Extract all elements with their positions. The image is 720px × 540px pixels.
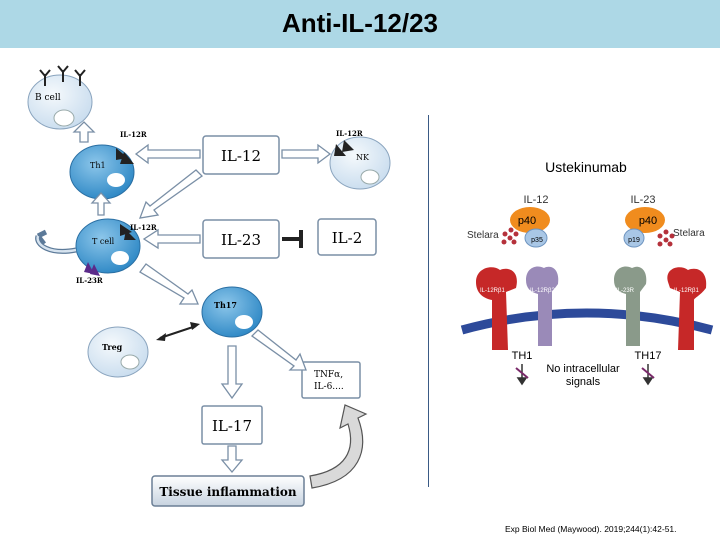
stelara-antibody-right: Stelara: [657, 228, 705, 247]
nk-cell: NK IL-12R: [329, 129, 391, 190]
th1-cell: Th1 IL-12R: [69, 130, 147, 200]
svg-text:IL-23R: IL-23R: [616, 288, 635, 294]
il23-cytokine: p40 p19: [623, 207, 665, 248]
arrow-diagonal-icon: [139, 263, 199, 305]
receptor-il23r: IL-23R: [614, 266, 647, 346]
th17-cell: Th17: [201, 286, 263, 338]
arrow-up-icon: [72, 121, 96, 143]
receptor-il12rb1-left: IL-12Rβ1: [476, 267, 517, 350]
svg-text:Tissue inflammation: Tissue inflammation: [159, 485, 297, 499]
treg-cell: Treg: [87, 326, 149, 378]
arrow-right-icon: [281, 143, 332, 165]
t-cell-label: T cell: [92, 237, 115, 246]
svg-text:IL-6....: IL-6....: [314, 382, 344, 392]
antibody-icon: [39, 69, 51, 86]
receptor-label-il12r: IL-12R: [130, 223, 157, 232]
th17-treg-double-arrow: [156, 322, 200, 341]
th1-receptor-label: TH1: [512, 350, 533, 362]
il2-box: IL-2: [317, 218, 377, 256]
th17-receptor-label: TH17: [635, 350, 662, 362]
pathway-arrows: [72, 121, 332, 474]
immune-pathway-diagram: B cell Th1 IL-12R NK IL-12R T cell IL-12…: [27, 65, 391, 507]
p19-label: p19: [628, 237, 640, 244]
svg-text:IL-12Rβ1: IL-12Rβ1: [674, 288, 699, 294]
il12-cytokine: p40 p35: [510, 207, 550, 248]
svg-text:TNFα,: TNFα,: [314, 370, 343, 380]
th1-label: Th1: [90, 161, 106, 170]
antibody-icon: [57, 65, 69, 82]
il23-box: IL-23: [202, 219, 280, 259]
receptor-label-il12r: IL-12R: [336, 129, 363, 138]
arrow-left-icon: [142, 228, 201, 250]
stelara-label: Stelara: [467, 230, 499, 241]
arrow-up-icon: [90, 192, 112, 216]
ustekinumab-heading: Ustekinumab: [545, 159, 627, 175]
tissue-inflammation-box: Tissue inflammation: [151, 475, 305, 507]
blocked-signal-icon-right: [641, 364, 655, 386]
th17-label: Th17: [214, 300, 237, 310]
nk-label: NK: [356, 153, 370, 162]
no-signal-label-2: signals: [566, 376, 601, 388]
p40-label: p40: [639, 215, 657, 227]
il17-box: IL-17: [201, 405, 263, 445]
receptor-il12rb1-right: IL-12Rβ1: [667, 267, 707, 350]
t-cell: T cell IL-12R IL-23R: [35, 218, 157, 285]
p40-label: p40: [518, 215, 536, 227]
arrow-diagonal-icon: [138, 169, 204, 219]
no-signal-label: No intracellular: [546, 363, 620, 375]
svg-text:IL-23: IL-23: [221, 231, 261, 249]
curved-feedback-arrow: [309, 404, 368, 489]
antibody-icon: [74, 69, 86, 86]
inhibition-symbol: [282, 230, 303, 248]
panel-divider: [428, 115, 429, 487]
b-cell-label: B cell: [35, 93, 61, 103]
svg-text:IL-2: IL-2: [332, 229, 363, 247]
stelara-label: Stelara: [673, 228, 705, 239]
page-title: Anti-IL-12/23: [281, 8, 439, 38]
il12-label: IL-12: [523, 194, 548, 206]
p35-label: p35: [531, 237, 543, 244]
self-stimulation-arrow: [35, 229, 77, 254]
arrow-down-icon: [220, 345, 244, 400]
svg-text:IL-17: IL-17: [212, 417, 252, 435]
receptor-icon: [334, 144, 346, 156]
il12-box: IL-12: [202, 135, 280, 175]
title-bar: [0, 0, 720, 48]
ustekinumab-mechanism-diagram: Ustekinumab IL-12 IL-23 p40 p35 p40 p19 …: [460, 159, 714, 388]
blocked-signal-icon-left: [515, 364, 529, 386]
b-cell: B cell: [27, 65, 93, 130]
il23-label: IL-23: [630, 194, 655, 206]
tnf-box: TNFα, IL-6....: [301, 361, 361, 399]
citation: Exp Biol Med (Maywood). 2019;244(1):42-5…: [505, 524, 677, 534]
treg-label: Treg: [102, 342, 123, 352]
arrow-left-icon: [134, 143, 201, 165]
receptor-label-il23r: IL-23R: [76, 276, 103, 285]
receptor-label-il12r: IL-12R: [120, 130, 147, 139]
receptor-il12rb2: IL-12Rβ2: [526, 266, 559, 346]
stelara-antibody-left: Stelara: [467, 227, 519, 245]
svg-text:IL-12Rβ1: IL-12Rβ1: [480, 288, 505, 294]
svg-text:IL-12Rβ2: IL-12Rβ2: [530, 288, 555, 294]
arrow-diagonal-icon: [250, 329, 307, 371]
arrow-down-icon: [220, 445, 244, 474]
svg-text:IL-12: IL-12: [221, 147, 261, 165]
